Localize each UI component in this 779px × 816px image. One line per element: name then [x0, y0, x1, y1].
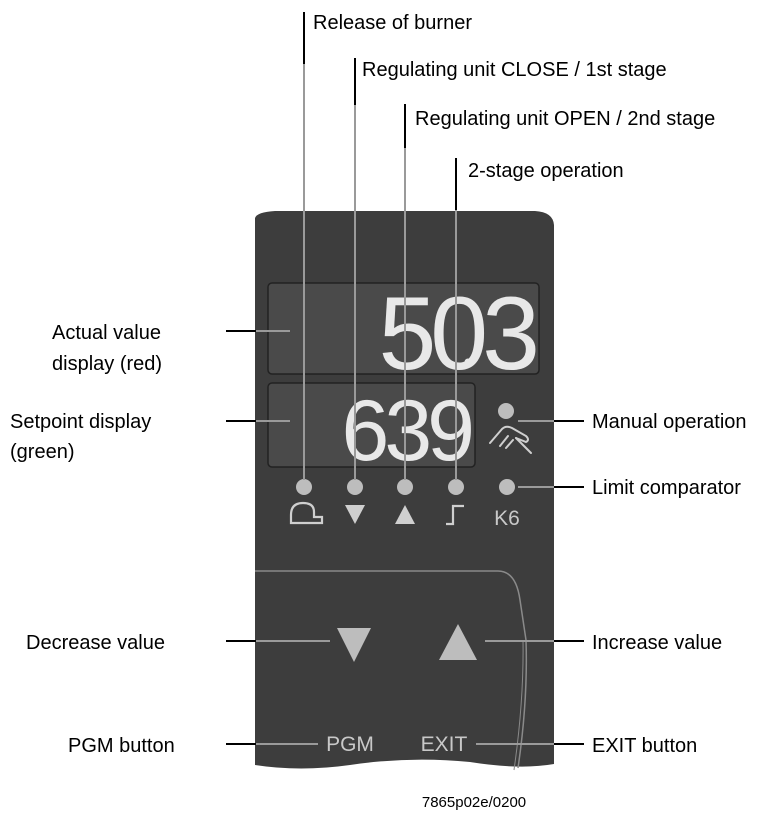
exit-key[interactable]: EXIT [421, 733, 468, 756]
close-stage-led [347, 479, 363, 495]
leader-lines [226, 12, 584, 745]
label-regulating-close: Regulating unit CLOSE / 1st stage [362, 59, 667, 81]
actual-value-window [267, 282, 540, 375]
setpoint-window [267, 382, 476, 468]
label-manual-operation: Manual operation [592, 411, 747, 433]
manual-operation-led [498, 403, 514, 419]
open-stage-led [397, 479, 413, 495]
limit-comparator-led [499, 479, 515, 495]
setpoint-digits: 639 [342, 383, 472, 479]
label-actual-value-1: Actual value [52, 322, 161, 344]
two-stage-led [448, 479, 464, 495]
decrease-key[interactable] [337, 628, 371, 662]
burner-release-led [296, 479, 312, 495]
label-regulating-open: Regulating unit OPEN / 2nd stage [415, 108, 715, 130]
burner-flame-icon [289, 501, 324, 525]
label-limit-comparator: Limit comparator [592, 477, 741, 499]
label-setpoint-1: Setpoint display [10, 411, 151, 433]
label-pgm-button: PGM button [68, 735, 175, 757]
label-release-of-burner: Release of burner [313, 12, 472, 34]
figure-code: 7865p02e/0200 [422, 794, 526, 811]
actual-value-decimal-point [464, 358, 472, 366]
two-stage-step-icon [446, 504, 464, 526]
label-actual-value-2: display (red) [52, 353, 162, 375]
actual-value-digits: 503 [378, 276, 536, 392]
label-two-stage: 2-stage operation [468, 160, 624, 182]
label-increase-value: Increase value [592, 632, 722, 654]
label-setpoint-2: (green) [10, 441, 74, 463]
down-triangle-icon [345, 505, 365, 524]
label-exit-button: EXIT button [592, 735, 697, 757]
label-decrease-value: Decrease value [26, 632, 165, 654]
limit-comparator-symbol: K6 [494, 507, 520, 530]
pgm-key[interactable]: PGM [326, 733, 374, 756]
manual-hand-icon [489, 425, 532, 454]
up-triangle-icon [395, 505, 415, 524]
increase-key[interactable] [439, 624, 477, 660]
setpoint-decimal-point [415, 452, 421, 458]
